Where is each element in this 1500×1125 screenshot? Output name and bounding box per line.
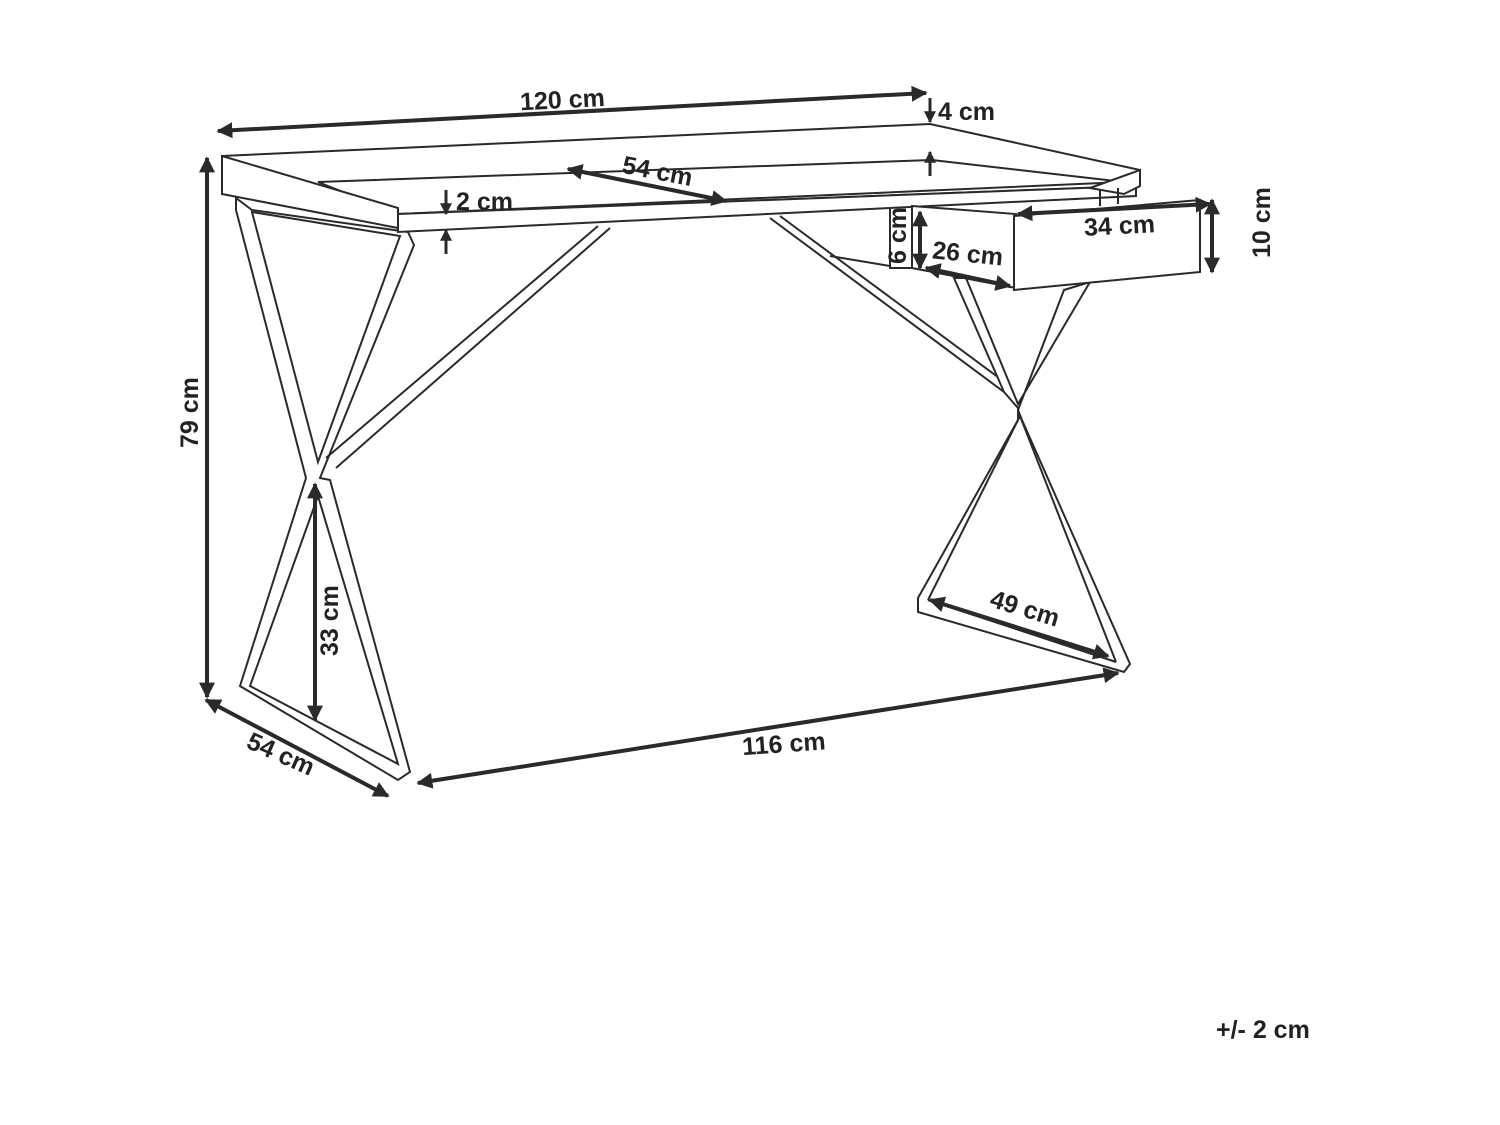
dim-line-base-depth-left [204,698,390,798]
tolerance-note: +/- 2 cm [1216,1016,1310,1044]
label-total-height: 79 cm [176,377,204,448]
dimension-lines [199,85,1220,798]
label-top-thickness: 2 cm [456,188,513,216]
label-crossing-height: 33 cm [316,585,344,656]
dim-line-drawer-front-width [1016,196,1212,222]
dim-line-width-top [216,85,928,139]
label-base-depth-left: 54 cm [243,727,319,781]
dim-line-base-depth-right [928,596,1110,660]
desk-outline [221,122,1201,782]
left-brace [335,227,611,469]
dim-line-drawer-inner-depth [924,263,1012,291]
right-brace [769,217,1005,393]
label-width-top: 120 cm [519,84,605,116]
label-base-width: 116 cm [741,727,826,761]
label-drawer-inner-height: 6 cm [884,207,912,264]
label-top-lip: 4 cm [938,98,995,126]
left-x-leg [235,196,416,782]
dim-line-base-width [416,667,1120,789]
right-x-leg [917,277,1132,674]
dim-line-depth-top [566,164,728,206]
label-drawer-front-height: 10 cm [1248,187,1276,258]
label-drawer-front-width: 34 cm [1083,210,1155,242]
